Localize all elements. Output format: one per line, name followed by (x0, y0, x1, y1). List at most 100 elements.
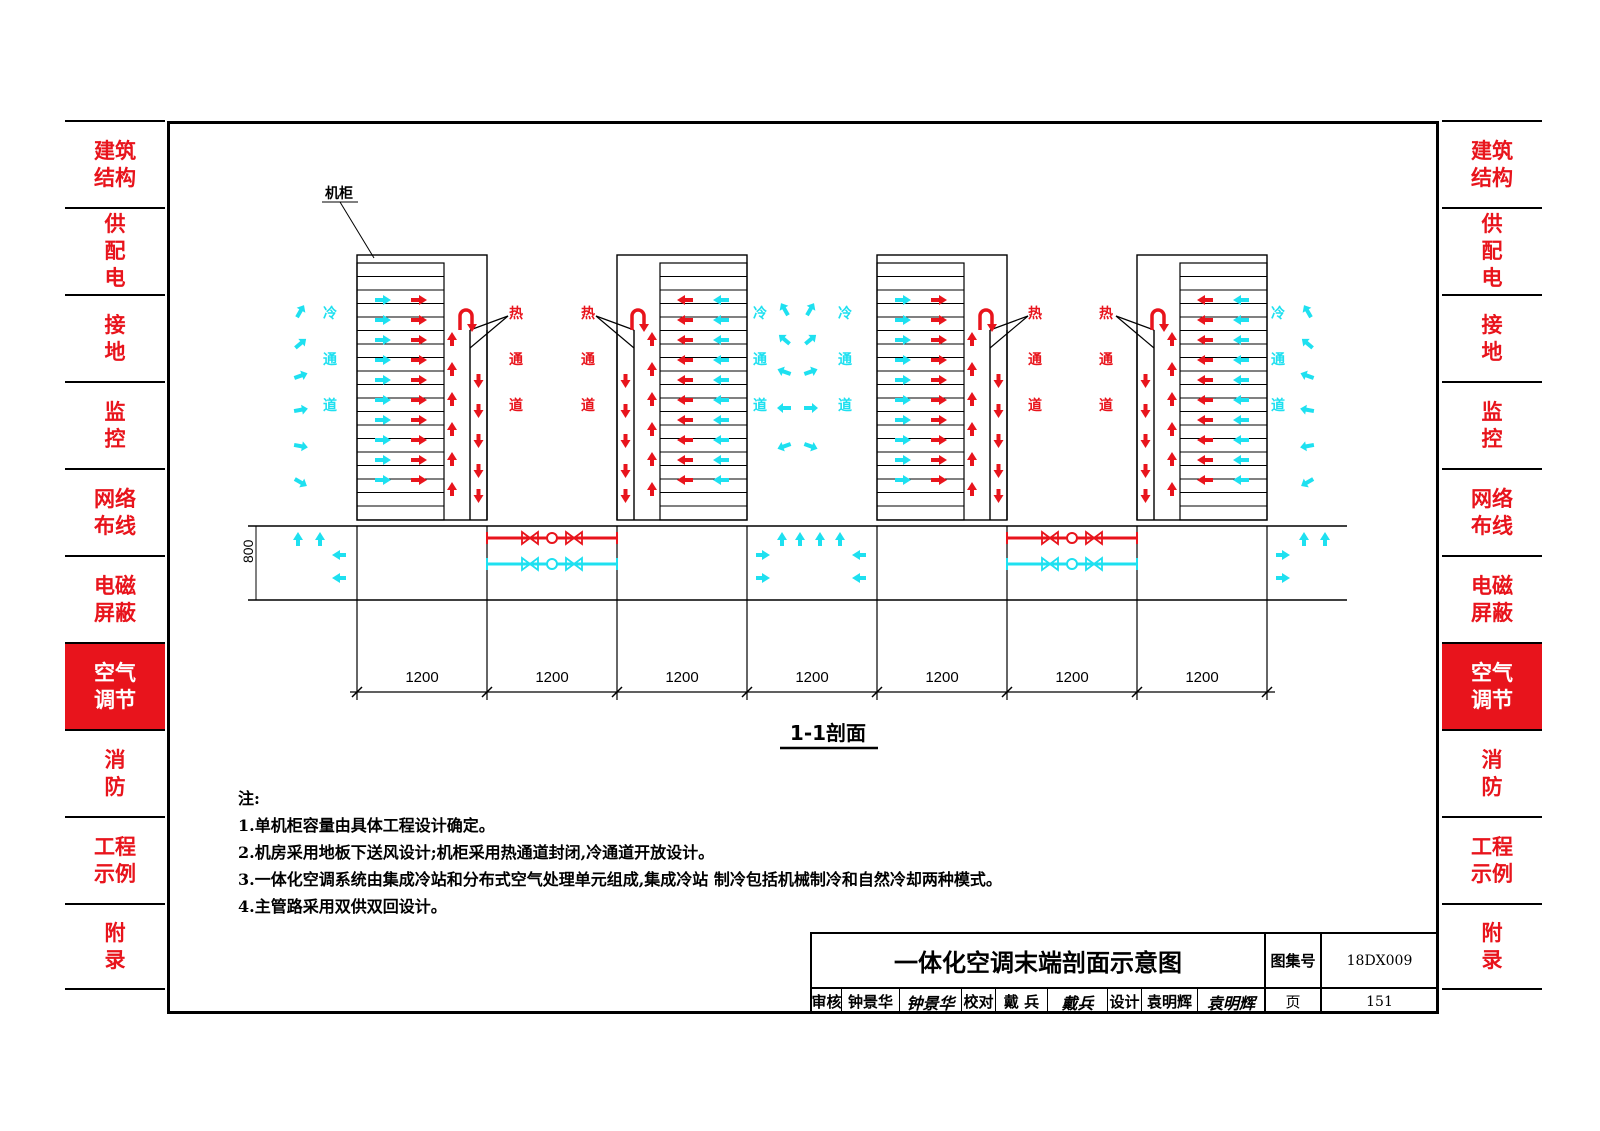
tab-project-example[interactable]: 工程 示例 (1442, 816, 1542, 903)
underfloor-cold-arrow (835, 532, 845, 546)
cold-aisle-label: 道 (1271, 397, 1285, 414)
tab-cabling[interactable]: 网络 布线 (65, 468, 165, 555)
tab-em-shielding[interactable]: 电磁 屏蔽 (1442, 555, 1542, 642)
cold-airflow-arrow (895, 335, 911, 345)
notes: 注: 1.单机柜容量由具体工程设计确定。 2.机房采用地板下送风设计;机柜采用热… (238, 785, 1002, 920)
hot-aisle-label: 通 (581, 352, 595, 368)
floor-height-label: 800 (240, 539, 256, 563)
hot-airflow-arrow (1197, 355, 1213, 365)
tab-em-shielding[interactable]: 电磁 屏蔽 (65, 555, 165, 642)
review-label: 审核 (812, 989, 842, 1014)
tab-air-conditioning[interactable]: 空气 调节 (1442, 642, 1542, 729)
notes-heading: 注: (238, 789, 260, 808)
underfloor-cold-arrow (852, 550, 866, 560)
cold-airflow-arrow (1233, 295, 1249, 305)
hot-return-arrow (620, 489, 631, 503)
hot-rising-arrow (647, 452, 657, 466)
underfloor-cold-arrow (1276, 573, 1290, 583)
cold-airflow-arrow (713, 455, 729, 465)
hot-airflow-arrow (931, 335, 947, 345)
cold-aisle-label: 冷 (323, 305, 337, 322)
cold-aisle-arrow (1301, 477, 1315, 488)
tab-label: 网络 布线 (1471, 486, 1513, 538)
tab-label: 空气 调节 (94, 660, 136, 712)
cold-airflow-arrow (1233, 435, 1249, 445)
hot-airflow-arrow (931, 375, 947, 385)
title-block: 一体化空调末端剖面示意图 图集号 18DX009 审核 钟景华 钟景华 校对 戴… (810, 932, 1439, 1014)
hot-airflow-arrow (411, 375, 427, 385)
cold-airflow-arrow (895, 415, 911, 425)
server-rack (876, 262, 965, 521)
underfloor-cold-arrow (815, 532, 825, 546)
underfloor-cold-arrow (1299, 532, 1309, 546)
cold-aisle-arrow (779, 303, 790, 317)
atlas-number: 18DX009 (1322, 934, 1437, 989)
server-rack (659, 262, 748, 521)
hot-airflow-arrow (1197, 335, 1213, 345)
cold-airflow-arrow (375, 415, 391, 425)
hot-airflow-arrow (677, 295, 693, 305)
tab-appendix[interactable]: 附 录 (65, 903, 165, 990)
tab-grounding[interactable]: 接 地 (1442, 294, 1542, 381)
tab-power-supply[interactable]: 供 配 电 (1442, 207, 1542, 294)
tab-grounding[interactable]: 接 地 (65, 294, 165, 381)
underfloor-cold-arrow (1320, 532, 1330, 546)
hot-rising-arrow (647, 392, 657, 406)
hot-aisle-label: 道 (1099, 397, 1113, 414)
cold-airflow-arrow (713, 475, 729, 485)
tab-air-conditioning[interactable]: 空气 调节 (65, 642, 165, 729)
hot-airflow-arrow (1197, 415, 1213, 425)
underfloor-cold-arrow (293, 532, 303, 546)
dimension-tick (871, 686, 883, 698)
cold-airflow-arrow (1233, 355, 1249, 365)
arrow-head (777, 403, 791, 413)
pipe-fitting (1066, 558, 1078, 570)
tab-label: 电磁 屏蔽 (1471, 573, 1513, 625)
hot-rising-arrow (447, 332, 457, 346)
tab-fire-protection[interactable]: 消 防 (65, 729, 165, 816)
cold-aisle-label: 冷 (753, 305, 767, 322)
hot-airflow-arrow (1197, 435, 1213, 445)
cold-airflow-arrow (713, 335, 729, 345)
cold-airflow-arrow (375, 335, 391, 345)
pipes (486, 530, 1138, 572)
hot-return-arrow (473, 434, 484, 448)
arrow-head (293, 404, 308, 415)
cold-airflow-arrow (895, 395, 911, 405)
tab-project-example[interactable]: 工程 示例 (65, 816, 165, 903)
tab-building-structure[interactable]: 建筑 结构 (65, 120, 165, 207)
arrow-head (804, 403, 818, 413)
cold-airflow-arrow (713, 295, 729, 305)
baffle-plate (595, 315, 635, 331)
hot-uturn-arrow-head (639, 324, 649, 332)
cold-airflow-arrow (1233, 475, 1249, 485)
hot-rising-arrow (647, 422, 657, 436)
cold-airflow-arrow (375, 375, 391, 385)
cold-aisle-arrow (293, 441, 308, 452)
atlas-label: 图集号 (1266, 934, 1322, 989)
checker-signature: 戴兵 (1048, 989, 1108, 1014)
dimension-label: 1200 (1185, 669, 1218, 686)
hot-airflow-arrow (677, 335, 693, 345)
cold-aisle-arrow (804, 334, 817, 346)
note-item: 4.主管路采用双供双回设计。 (238, 897, 447, 916)
structure-lines (248, 525, 1347, 700)
cold-airflow-arrow (895, 375, 911, 385)
tab-monitoring[interactable]: 监 控 (1442, 381, 1542, 468)
cold-airflow-arrow (895, 455, 911, 465)
dimension-label: 1200 (665, 669, 698, 686)
arrow-head (1300, 441, 1315, 452)
underfloor-cold-arrow (1276, 550, 1290, 560)
hot-airflow-arrow (931, 435, 947, 445)
cold-airflow-arrow (713, 375, 729, 385)
tab-power-supply[interactable]: 供 配 电 (65, 207, 165, 294)
tab-cabling[interactable]: 网络 布线 (1442, 468, 1542, 555)
tab-fire-protection[interactable]: 消 防 (1442, 729, 1542, 816)
cold-aisle-arrow (805, 303, 816, 317)
tab-appendix[interactable]: 附 录 (1442, 903, 1542, 990)
airflow-arrows (293, 295, 1330, 583)
hot-uturn-arrow (1150, 308, 1166, 330)
tab-building-structure[interactable]: 建筑 结构 (1442, 120, 1542, 207)
cold-airflow-arrow (1233, 375, 1249, 385)
tab-monitoring[interactable]: 监 控 (65, 381, 165, 468)
